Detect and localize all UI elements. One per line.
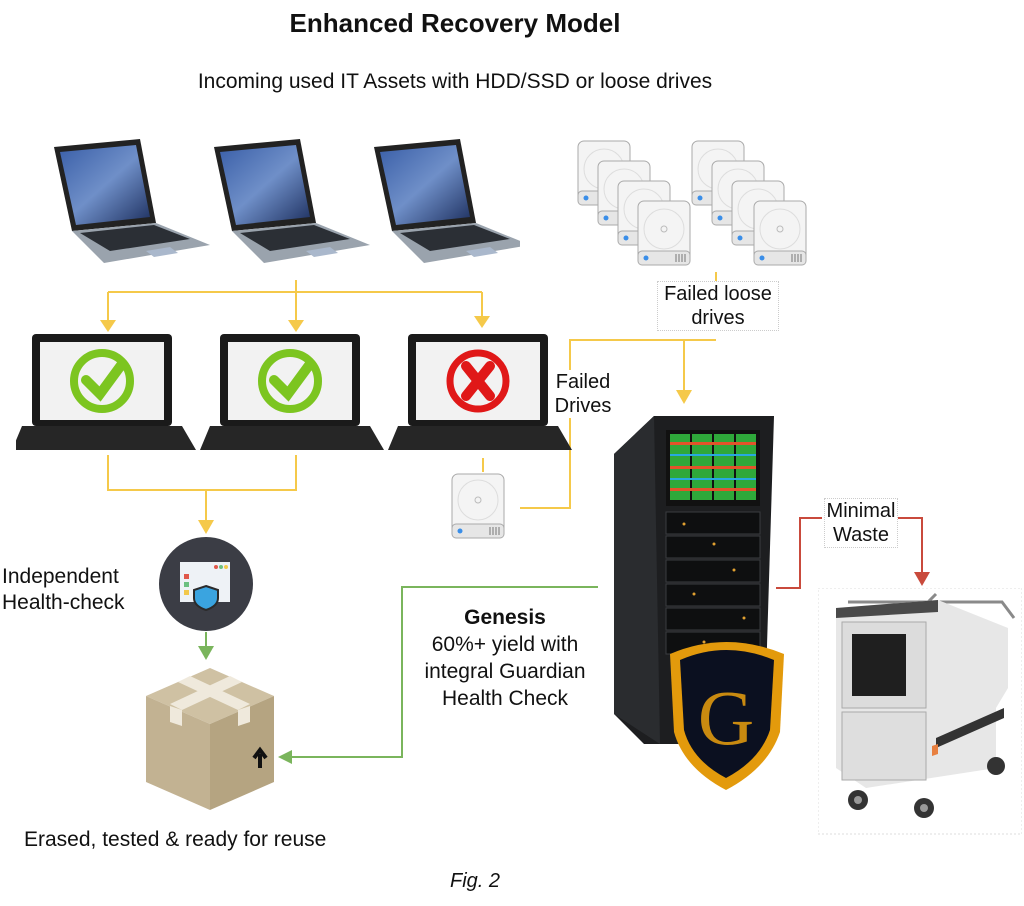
tested-laptop-pass-2 bbox=[200, 334, 384, 450]
label-line: Drives bbox=[554, 395, 612, 417]
arrow-into-box bbox=[278, 750, 292, 764]
health-check-icon bbox=[159, 537, 253, 631]
check-circle-icon bbox=[269, 359, 315, 402]
laptop-3 bbox=[374, 139, 520, 263]
pass-merge-line bbox=[107, 455, 297, 522]
label-line: Failed loose bbox=[664, 283, 772, 305]
this-side-up-icon bbox=[252, 746, 268, 768]
drive-stack-1 bbox=[577, 140, 691, 266]
label-line: 60%+ yield with bbox=[431, 633, 579, 656]
failed-drive-icon bbox=[451, 473, 505, 539]
failed-drives-label: Failed Drives bbox=[548, 370, 618, 418]
check-circle-icon bbox=[81, 359, 127, 402]
laptop-1 bbox=[54, 139, 210, 263]
label-line: Health Check bbox=[441, 687, 569, 710]
minimal-waste-label: Minimal Waste bbox=[824, 498, 898, 548]
drive-stack-2 bbox=[691, 140, 807, 266]
figure-caption: Fig. 2 bbox=[450, 870, 501, 892]
genesis-to-box-line bbox=[290, 586, 598, 758]
health-check-label: Independent Health-check bbox=[2, 564, 144, 616]
arrow-to-box bbox=[198, 646, 214, 660]
arrow-to-shredder bbox=[914, 572, 930, 586]
label-line: Minimal bbox=[826, 500, 896, 522]
guardian-shield-logo: G bbox=[670, 642, 784, 790]
package-box-icon bbox=[146, 668, 274, 810]
incoming-laptops bbox=[54, 139, 520, 263]
failed-drive-to-genesis-line bbox=[520, 339, 716, 509]
label-line: Independent bbox=[2, 565, 119, 588]
arrow-to-laptop-1 bbox=[100, 320, 116, 332]
loose-drive-stacks bbox=[577, 140, 807, 266]
label-line: Failed bbox=[555, 371, 611, 393]
shield-icon bbox=[193, 584, 219, 612]
waste-line bbox=[776, 517, 923, 589]
genesis-label: Genesis 60%+ yield with integral Guardia… bbox=[410, 604, 600, 712]
label-line: Health-check bbox=[2, 591, 125, 614]
tested-laptops bbox=[16, 334, 572, 450]
arrow-to-genesis bbox=[676, 390, 692, 404]
label-line: drives bbox=[691, 307, 745, 329]
failed-loose-drives-label: Failed loose drives bbox=[657, 281, 779, 331]
arrow-to-laptop-3 bbox=[474, 316, 490, 328]
label-line: Waste bbox=[833, 524, 889, 546]
incoming-split-line bbox=[107, 280, 483, 322]
diagram-title: Enhanced Recovery Model bbox=[289, 8, 621, 38]
shield-letter: G bbox=[698, 674, 754, 761]
reuse-caption: Erased, tested & ready for reuse bbox=[24, 828, 327, 851]
status-screen bbox=[670, 434, 756, 500]
laptop-2 bbox=[214, 139, 370, 263]
label-line: integral Guardian bbox=[424, 660, 586, 683]
genesis-title: Genesis bbox=[464, 606, 546, 629]
tested-laptop-fail bbox=[388, 334, 572, 450]
arrow-to-health-check bbox=[198, 520, 214, 534]
x-circle-icon bbox=[461, 361, 495, 401]
shredder-machine bbox=[818, 588, 1022, 835]
diagram-subtitle: Incoming used IT Assets with HDD/SSD or … bbox=[197, 70, 713, 93]
tested-laptop-pass-1 bbox=[16, 334, 196, 450]
arrow-to-laptop-2 bbox=[288, 320, 304, 332]
